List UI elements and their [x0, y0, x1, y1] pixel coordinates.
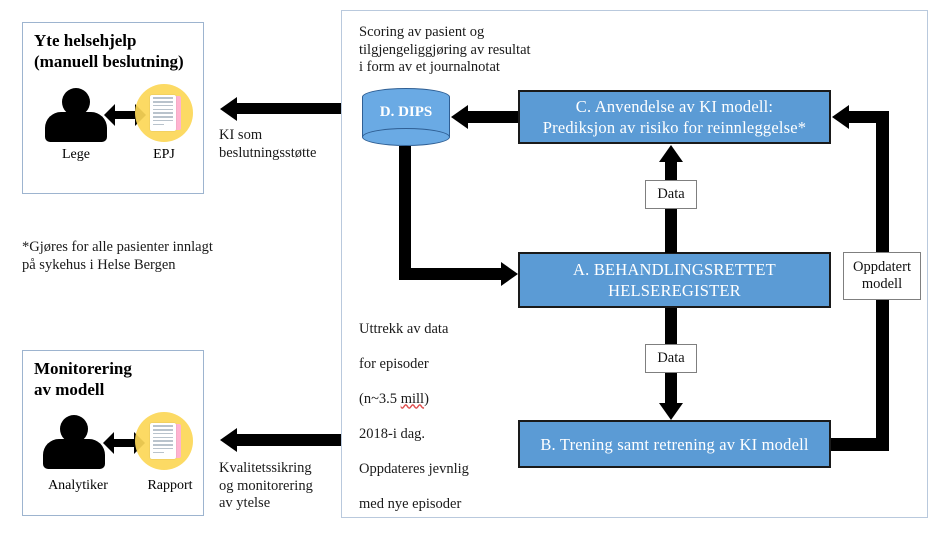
b-to-c-horizontal-shaft — [831, 438, 888, 451]
extraction-line-2: for episoder — [359, 355, 429, 372]
epj-label: EPJ — [153, 147, 175, 162]
data-label-top: Data — [645, 180, 697, 209]
epj-document-icon — [135, 84, 193, 142]
extraction-line-1: Uttrekk av data — [359, 320, 449, 337]
node-a-behandlingsrettet-helseregister[interactable]: A. BEHANDLINGSRETTET HELSEREGISTER — [518, 252, 831, 308]
node-c-anvendelse-av-ki-modell[interactable]: C. Anvendelse av KI modell: Prediksjon a… — [518, 90, 831, 144]
b-to-c-top-horizontal-shaft — [849, 111, 889, 123]
extraction-line-5: Oppdateres jevnlig — [359, 460, 469, 477]
extraction-line-6: med nye episoder — [359, 495, 462, 512]
rapport-label: Rapport — [147, 478, 193, 493]
c-to-dips-arrow-head-icon — [451, 105, 468, 129]
data-extraction-label: Uttrekk av data for episoder (n~3.5 mill… — [359, 303, 524, 513]
doctor-person-icon — [45, 88, 107, 142]
footnote-text: *Gjøres for alle pasienter innlagt på sy… — [22, 239, 213, 273]
extraction-line-3-post: ) — [424, 390, 429, 407]
a-to-b-arrow-head-icon — [659, 403, 683, 420]
extraction-line-3-pre: (n~3.5 — [359, 390, 401, 407]
dips-cylinder-bottom — [362, 128, 450, 146]
dips-to-a-arrow-head-icon — [501, 262, 518, 286]
quality-monitoring-label: Kvalitetssikring og monitorering av ytel… — [219, 460, 313, 511]
b-to-c-arrow-head-icon — [832, 105, 849, 129]
extraction-line-3-misspelled: mill — [400, 390, 425, 407]
panel-bottom-left-title: Monitorering av modell — [34, 359, 132, 399]
data-label-bottom: Data — [645, 344, 697, 373]
ki-decision-support-label: KI som beslutningsstøtte — [219, 127, 317, 161]
c-to-dips-arrow-shaft — [468, 111, 518, 123]
dips-to-a-horizontal-shaft — [399, 268, 501, 280]
extraction-line-4: 2018-i dag. — [359, 425, 426, 442]
ki-decision-support-arrow-head-icon — [220, 97, 237, 121]
ki-decision-support-arrow-shaft — [237, 103, 342, 114]
dips-label: D. DIPS — [379, 104, 433, 120]
scoring-description-label: Scoring av pasient og tilgjengeliggjørin… — [359, 24, 531, 75]
a-to-c-arrow-head-icon — [659, 145, 683, 162]
node-d-dips[interactable]: D. DIPS — [362, 88, 450, 146]
doctor-label: Lege — [62, 147, 90, 162]
panel-top-left-title: Yte helsehjelp (manuell beslutning) — [34, 31, 184, 71]
dips-to-a-vertical-shaft — [399, 146, 411, 280]
analyst-label: Analytiker — [48, 478, 108, 493]
analyst-person-icon — [43, 415, 105, 469]
quality-monitoring-arrow-head-icon — [220, 428, 237, 452]
updated-model-label: Oppdatert modell — [843, 252, 921, 300]
node-b-trening-samt-retrening[interactable]: B. Trening samt retrening av KI modell — [518, 420, 831, 468]
rapport-document-icon — [135, 412, 193, 470]
